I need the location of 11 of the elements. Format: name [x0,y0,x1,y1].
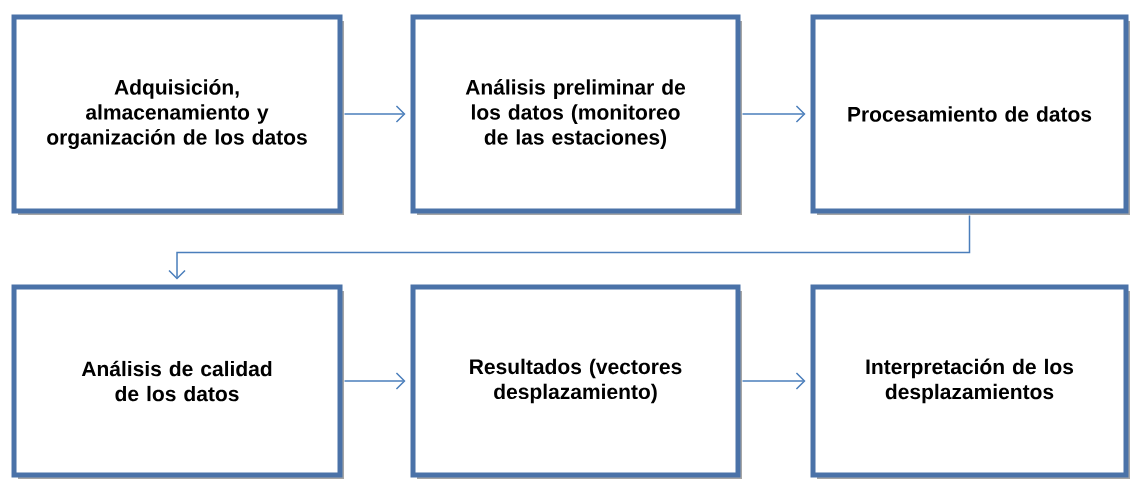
arrow [343,105,406,123]
process-box: Adquisición, almacenamiento y organización de los datos [11,14,344,215]
arrow [168,214,971,280]
process-box: Interpretación de los desplazamientos [810,284,1130,479]
arrow [741,105,806,123]
process-box: Procesamiento de datos [810,14,1130,215]
process-box: Análisis preliminar de los datos (monitoreo de las estaciones) [410,14,742,215]
process-box: Análisis de calidad de los datos [11,284,344,479]
arrow [343,372,406,390]
process-box: Resultados (vectores desplazamiento) [410,284,742,479]
arrow [741,372,806,390]
